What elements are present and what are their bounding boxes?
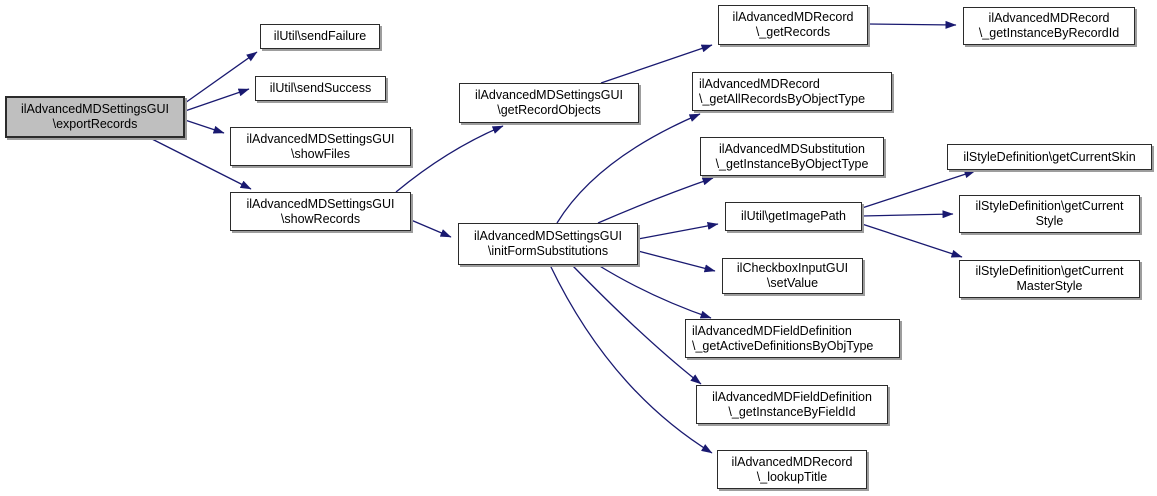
node-getCurrentMasterStyle[interactable]: ilStyleDefinition\getCurrent MasterStyle xyxy=(959,260,1140,298)
edge-getRecordObjects-getRecords xyxy=(600,44,713,84)
node-setValue[interactable]: ilCheckboxInputGUI \setValue xyxy=(722,258,863,294)
node-label: \_getActiveDefinitionsByObjType xyxy=(692,338,874,353)
edge-exportRecords-sendFailure xyxy=(184,51,258,104)
node-label: MasterStyle xyxy=(1016,279,1083,293)
node-label: Style xyxy=(1035,214,1064,228)
node-label: \_getInstanceByObjectType xyxy=(715,156,869,171)
node-label: \setValue xyxy=(766,276,819,290)
node-label: ilAdvancedMDFieldDefinition xyxy=(712,389,872,404)
node-label: ilAdvancedMDSettingsGUI xyxy=(21,102,169,116)
edge-initFormSubstitutions-setValue xyxy=(637,250,716,273)
node-initFormSubstitutions[interactable]: ilAdvancedMDSettingsGUI \initFormSubstit… xyxy=(458,223,638,265)
edge-initFormSubstitutions-getInstanceByFieldId xyxy=(571,264,702,385)
node-lookupTitle[interactable]: ilAdvancedMDRecord \_lookupTitle xyxy=(717,450,867,489)
node-label: ilAdvancedMDRecord xyxy=(699,76,820,91)
edge-getRecords-getInstanceByRecordId xyxy=(867,20,957,29)
node-getInstanceByRecordId[interactable]: ilAdvancedMDRecord \_getInstanceByRecord… xyxy=(963,7,1135,45)
node-showRecords[interactable]: ilAdvancedMDSettingsGUI \showRecords xyxy=(230,192,411,231)
node-label: ilUtil\sendSuccess xyxy=(269,81,372,95)
node-label: \exportRecords xyxy=(52,117,138,131)
node-label: \_getAllRecordsByObjectType xyxy=(699,91,866,106)
node-label: ilStyleDefinition\getCurrent xyxy=(975,199,1124,213)
node-label: \getRecordObjects xyxy=(497,103,601,117)
node-label: ilUtil\getImagePath xyxy=(741,209,846,223)
node-label: ilUtil\sendFailure xyxy=(273,29,367,43)
edge-exportRecords-showFiles xyxy=(184,119,225,134)
node-label: ilAdvancedMDRecord xyxy=(731,454,853,469)
node-label: ilAdvancedMDSettingsGUI xyxy=(475,88,623,102)
node-label: ilAdvancedMDSubstitution xyxy=(719,141,865,156)
edge-showRecords-initFormSubstitutions xyxy=(410,219,452,238)
node-getInstanceByFieldId[interactable]: ilAdvancedMDFieldDefinition \_getInstanc… xyxy=(696,385,888,424)
node-label: ilAdvancedMDRecord xyxy=(732,10,854,24)
node-getInstanceByObjectType[interactable]: ilAdvancedMDSubstitution \_getInstanceBy… xyxy=(700,137,884,176)
node-label: ilAdvancedMDSettingsGUI xyxy=(474,229,622,243)
node-label: ilAdvancedMDSettingsGUI xyxy=(246,196,395,211)
edge-getImagePath-getCurrentMasterStyle xyxy=(861,223,963,258)
node-label: ilAdvancedMDRecord xyxy=(988,11,1110,25)
node-label: \_lookupTitle xyxy=(756,469,828,484)
node-label: \showRecords xyxy=(280,211,361,226)
node-label: \_getInstanceByRecordId xyxy=(978,26,1120,40)
edge-initFormSubstitutions-getInstanceByObjectType xyxy=(597,177,714,224)
node-getRecords[interactable]: ilAdvancedMDRecord \_getRecords xyxy=(718,5,868,45)
edge-initFormSubstitutions-getAllRecordsByObjectType xyxy=(556,113,701,224)
node-getCurrentStyle[interactable]: ilStyleDefinition\getCurrent Style xyxy=(959,195,1140,233)
edge-initFormSubstitutions-lookupTitle xyxy=(549,264,713,454)
node-getActiveDefinitionsByObjType[interactable]: ilAdvancedMDFieldDefinition \_getActiveD… xyxy=(685,319,900,358)
node-showFiles[interactable]: ilAdvancedMDSettingsGUI \showFiles xyxy=(230,127,411,166)
node-label: \showFiles xyxy=(290,146,351,161)
node-sendFailure[interactable]: ilUtil\sendFailure xyxy=(260,24,380,49)
edge-showRecords-getRecordObjects xyxy=(395,125,504,193)
node-label: ilAdvancedMDSettingsGUI xyxy=(246,131,395,146)
node-getCurrentSkin[interactable]: ilStyleDefinition\getCurrentSkin xyxy=(947,144,1152,170)
node-label: \initFormSubstitutions xyxy=(487,244,609,258)
edge-getImagePath-getCurrentSkin xyxy=(861,170,976,209)
node-label: ilCheckboxInputGUI xyxy=(736,261,849,275)
node-getRecordObjects[interactable]: ilAdvancedMDSettingsGUI \getRecordObject… xyxy=(459,83,639,123)
edge-exportRecords-showRecords xyxy=(149,137,252,190)
node-getAllRecordsByObjectType[interactable]: ilAdvancedMDRecord \_getAllRecordsByObje… xyxy=(692,72,892,111)
node-label: ilAdvancedMDFieldDefinition xyxy=(692,323,852,338)
edge-getImagePath-getCurrentStyle xyxy=(861,210,954,219)
node-label: \_getInstanceByFieldId xyxy=(728,404,856,419)
node-label: ilStyleDefinition\getCurrent xyxy=(975,264,1124,278)
edge-initFormSubstitutions-getImagePath xyxy=(637,222,719,240)
node-getImagePath[interactable]: ilUtil\getImagePath xyxy=(725,202,862,231)
node-label: ilStyleDefinition\getCurrentSkin xyxy=(963,149,1136,164)
edge-initFormSubstitutions-getActiveDefinitionsByObjType xyxy=(597,264,712,319)
node-exportRecords[interactable]: ilAdvancedMDSettingsGUI \exportRecords xyxy=(5,96,185,138)
node-sendSuccess[interactable]: ilUtil\sendSuccess xyxy=(255,76,386,101)
node-label: \_getRecords xyxy=(755,25,831,39)
edge-exportRecords-sendSuccess xyxy=(184,88,250,112)
